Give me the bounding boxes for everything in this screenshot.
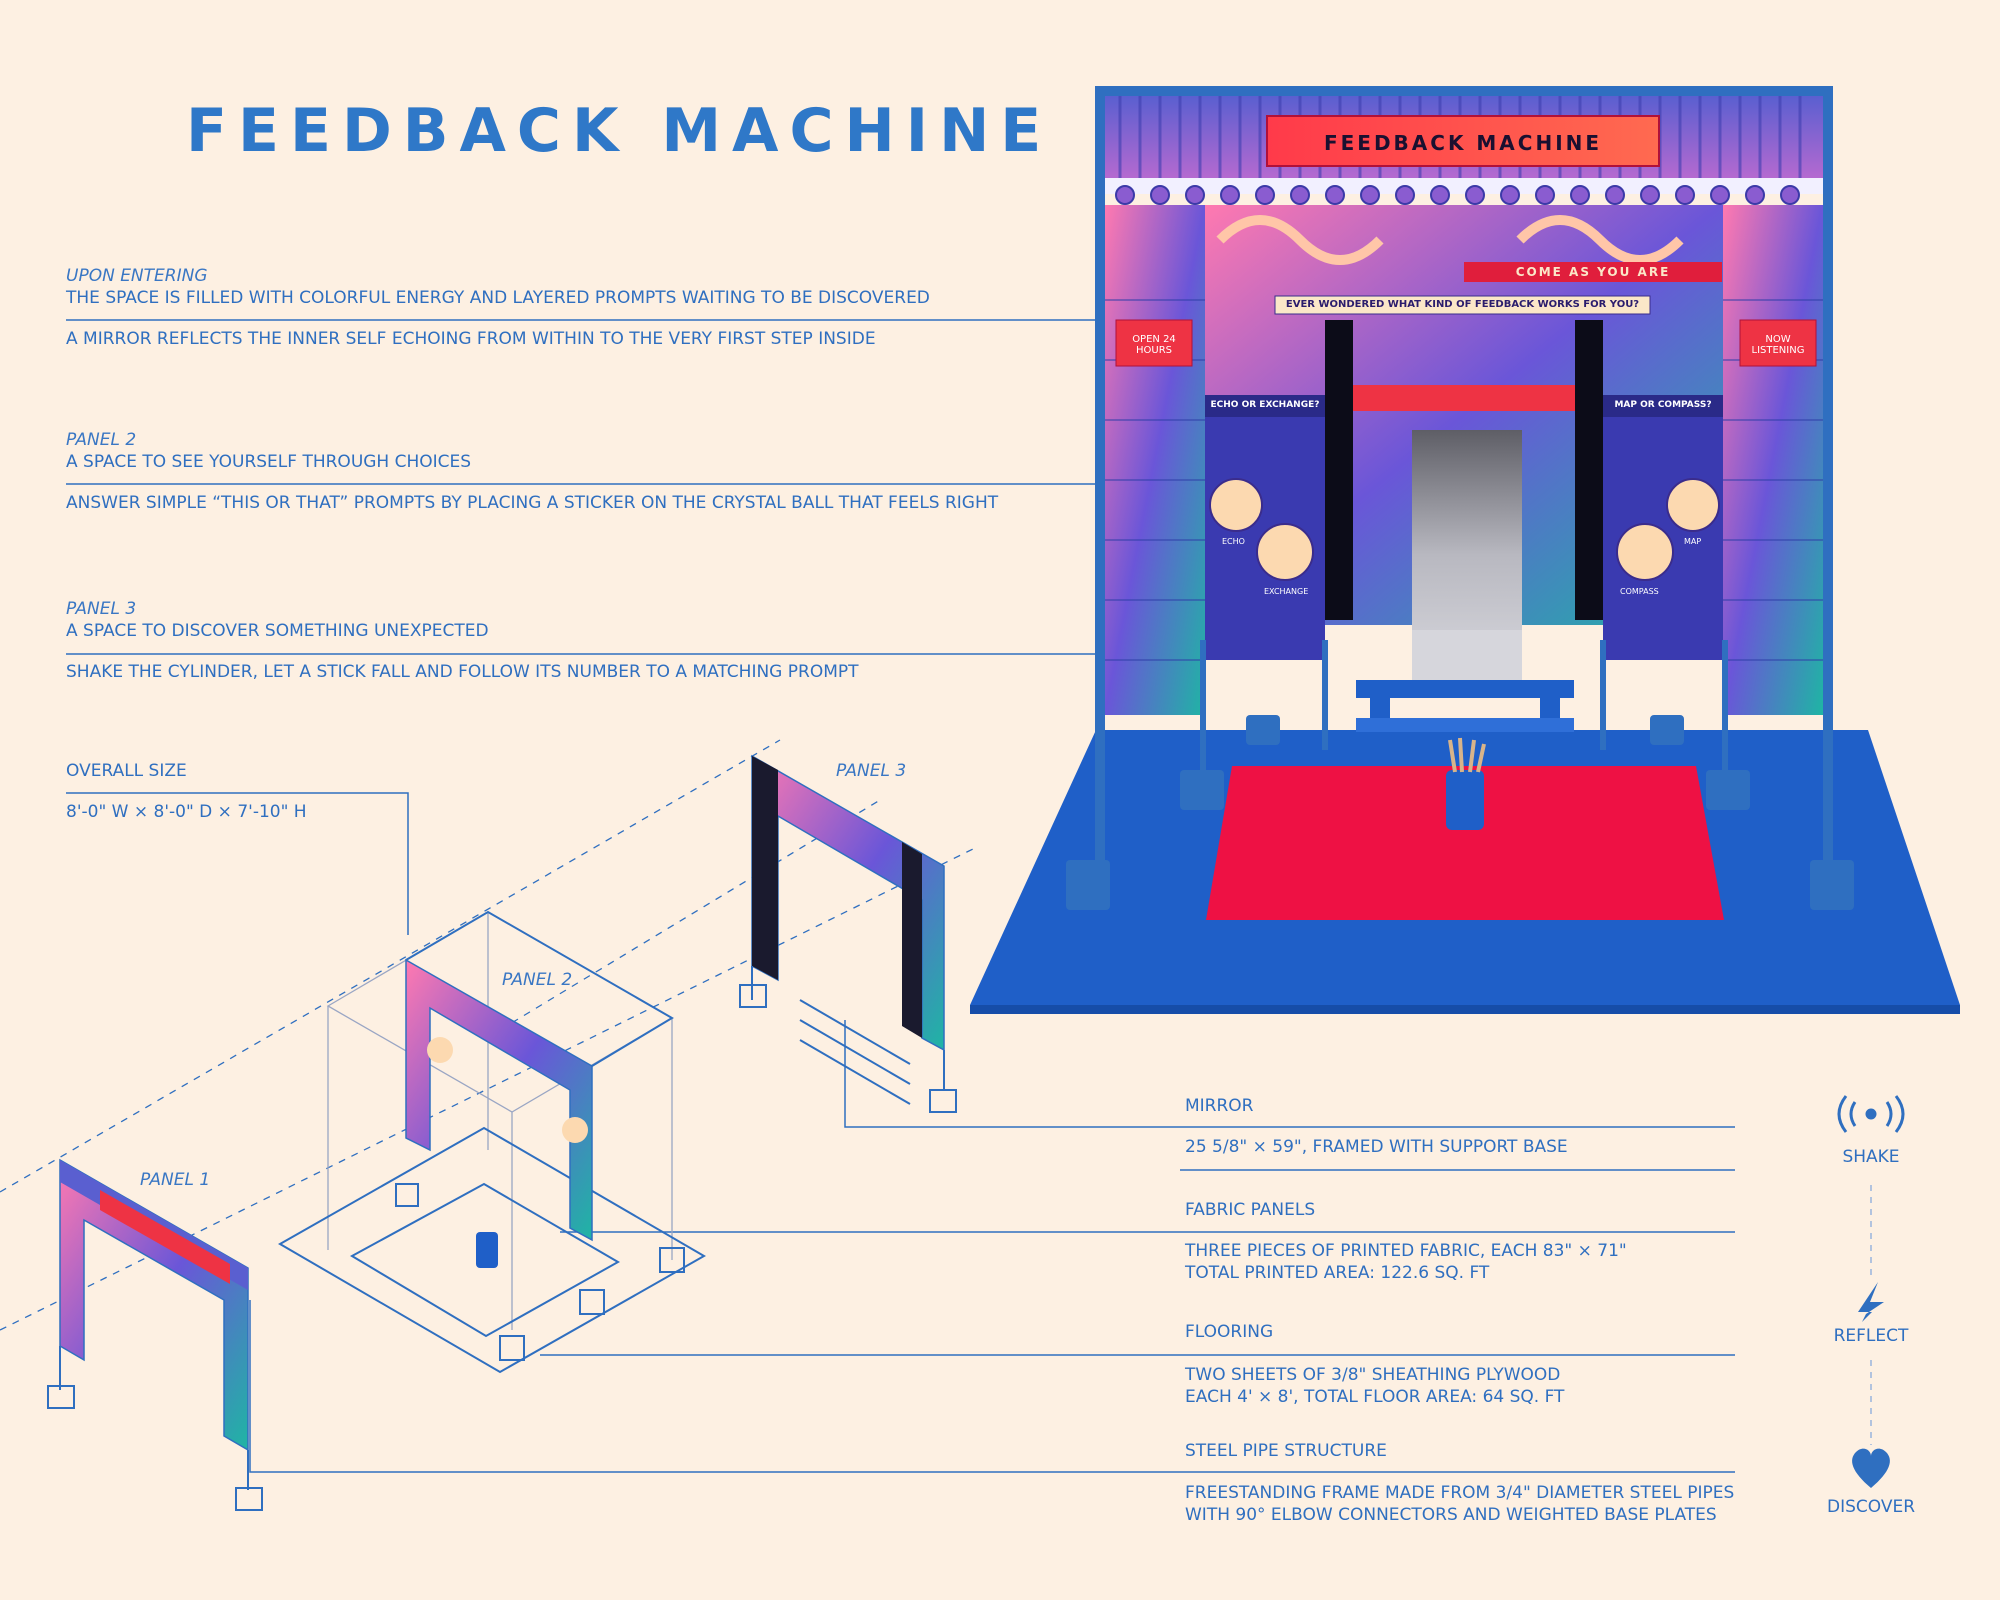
section-line: A MIRROR REFLECTS THE INNER SELF ECHOING… bbox=[66, 329, 876, 349]
panel-3-label: PANEL 3 bbox=[836, 761, 907, 781]
flow-discover-label: DISCOVER bbox=[1826, 1497, 1916, 1517]
spec-steel-text: FREESTANDING FRAME MADE FROM 3/4" DIAMET… bbox=[1185, 1483, 1735, 1503]
section-panel-2: PANEL 2 A SPACE TO SEE YOURSELF THROUGH … bbox=[66, 430, 998, 513]
section-line: THE SPACE IS FILLED WITH COLORFUL ENERGY… bbox=[66, 288, 930, 308]
crystal-ball bbox=[1256, 523, 1314, 581]
left-column bbox=[1105, 205, 1205, 715]
section-line: SHAKE THE CYLINDER, LET A STICK FALL AND… bbox=[66, 662, 859, 682]
crystal-ball bbox=[1616, 523, 1674, 581]
panel-2-label: PANEL 2 bbox=[502, 970, 573, 990]
section-line: ANSWER SIMPLE “THIS OR THAT” PROMPTS BY … bbox=[66, 493, 999, 513]
overall-size: OVERALL SIZE 8'-0" W × 8'-0" D × 7'-10" … bbox=[66, 761, 307, 822]
section-entering: UPON ENTERING THE SPACE IS FILLED WITH C… bbox=[66, 266, 930, 349]
overall-size-value: 8'-0" W × 8'-0" D × 7'-10" H bbox=[66, 802, 307, 822]
spec-flooring-text: EACH 4' × 8', TOTAL FLOOR AREA: 64 SQ. F… bbox=[1185, 1387, 1565, 1407]
section-panel-3: PANEL 3 A SPACE TO DISCOVER SOMETHING UN… bbox=[66, 599, 859, 682]
panel-1-drawing bbox=[47, 1158, 263, 1511]
question-strip bbox=[1274, 295, 1651, 315]
booth-sign bbox=[1266, 115, 1660, 167]
bench bbox=[1356, 680, 1574, 698]
spec-flooring-head: FLOORING bbox=[1185, 1322, 1274, 1342]
lightning-icon bbox=[1858, 1282, 1884, 1322]
section-kicker: PANEL 3 bbox=[66, 599, 137, 619]
flow-shake-label: SHAKE bbox=[1842, 1147, 1900, 1167]
spec-steel-text: WITH 90° ELBOW CONNECTORS AND WEIGHTED B… bbox=[1185, 1505, 1717, 1525]
heart-icon bbox=[1852, 1448, 1890, 1488]
right-listening-sign bbox=[1739, 319, 1817, 367]
ball-label-map: MAP bbox=[1684, 537, 1702, 546]
spec-flooring-text: TWO SHEETS OF 3/8" SHEATHING PLYWOOD bbox=[1185, 1365, 1561, 1385]
panel-3-drawing bbox=[739, 754, 957, 1113]
spec-mirror-text: 25 5/8" × 59", FRAMED WITH SUPPORT BASE bbox=[1185, 1137, 1568, 1157]
section-line: A SPACE TO SEE YOURSELF THROUGH CHOICES bbox=[66, 452, 472, 472]
left-hours-sign bbox=[1115, 319, 1193, 367]
red-rug bbox=[1206, 766, 1724, 920]
spec-fabric-head: FABRIC PANELS bbox=[1185, 1200, 1316, 1220]
crystal-ball bbox=[1666, 478, 1720, 532]
right-prompt-text: MAP OR COMPASS? bbox=[1614, 400, 1712, 410]
booth-question: EVER WONDERED WHAT KIND OF FEEDBACK WORK… bbox=[1285, 299, 1640, 310]
booth-top-banner: COME AS YOU ARE bbox=[1515, 265, 1671, 279]
cylinder-iso bbox=[476, 1232, 498, 1268]
overall-size-label: OVERALL SIZE bbox=[66, 761, 187, 781]
ball-label-compass: COMPASS bbox=[1620, 587, 1659, 596]
panel-2-frame bbox=[326, 911, 674, 1330]
flow-reflect-label: REFLECT bbox=[1833, 1326, 1909, 1346]
spec-fabric-text: THREE PIECES OF PRINTED FABRIC, EACH 83"… bbox=[1185, 1241, 1627, 1261]
panel-1-label: PANEL 1 bbox=[140, 1170, 211, 1190]
vibration-icon bbox=[1837, 1095, 1905, 1133]
right-column bbox=[1723, 205, 1823, 715]
booth-sign-text: FEEDBACK MACHINE bbox=[1323, 131, 1603, 155]
section-kicker: PANEL 2 bbox=[66, 430, 137, 450]
left-prompt-text: ECHO OR EXCHANGE? bbox=[1210, 400, 1320, 410]
right-listening-text: NOW LISTENING bbox=[1751, 334, 1805, 356]
panel-2-fabric bbox=[405, 958, 593, 1242]
spec-fabric-text: TOTAL PRINTED AREA: 122.6 SQ. FT bbox=[1185, 1263, 1490, 1283]
stick-cylinder bbox=[1446, 770, 1484, 830]
spec-mirror-head: MIRROR bbox=[1185, 1096, 1254, 1116]
section-kicker: UPON ENTERING bbox=[66, 266, 208, 286]
crystal-ball bbox=[1209, 478, 1263, 532]
ball-label-echo: ECHO bbox=[1222, 537, 1245, 546]
page-title: FEEDBACK MACHINE bbox=[186, 96, 1053, 166]
left-hours-text: OPEN 24 HOURS bbox=[1132, 334, 1176, 356]
section-line: A SPACE TO DISCOVER SOMETHING UNEXPECTED bbox=[66, 621, 489, 641]
spec-steel-head: STEEL PIPE STRUCTURE bbox=[1185, 1441, 1387, 1461]
middle-sign bbox=[1350, 385, 1578, 411]
leader-lines bbox=[66, 319, 1735, 1473]
top-banner bbox=[1464, 262, 1722, 282]
ball-label-exchange: EXCHANGE bbox=[1264, 587, 1309, 596]
